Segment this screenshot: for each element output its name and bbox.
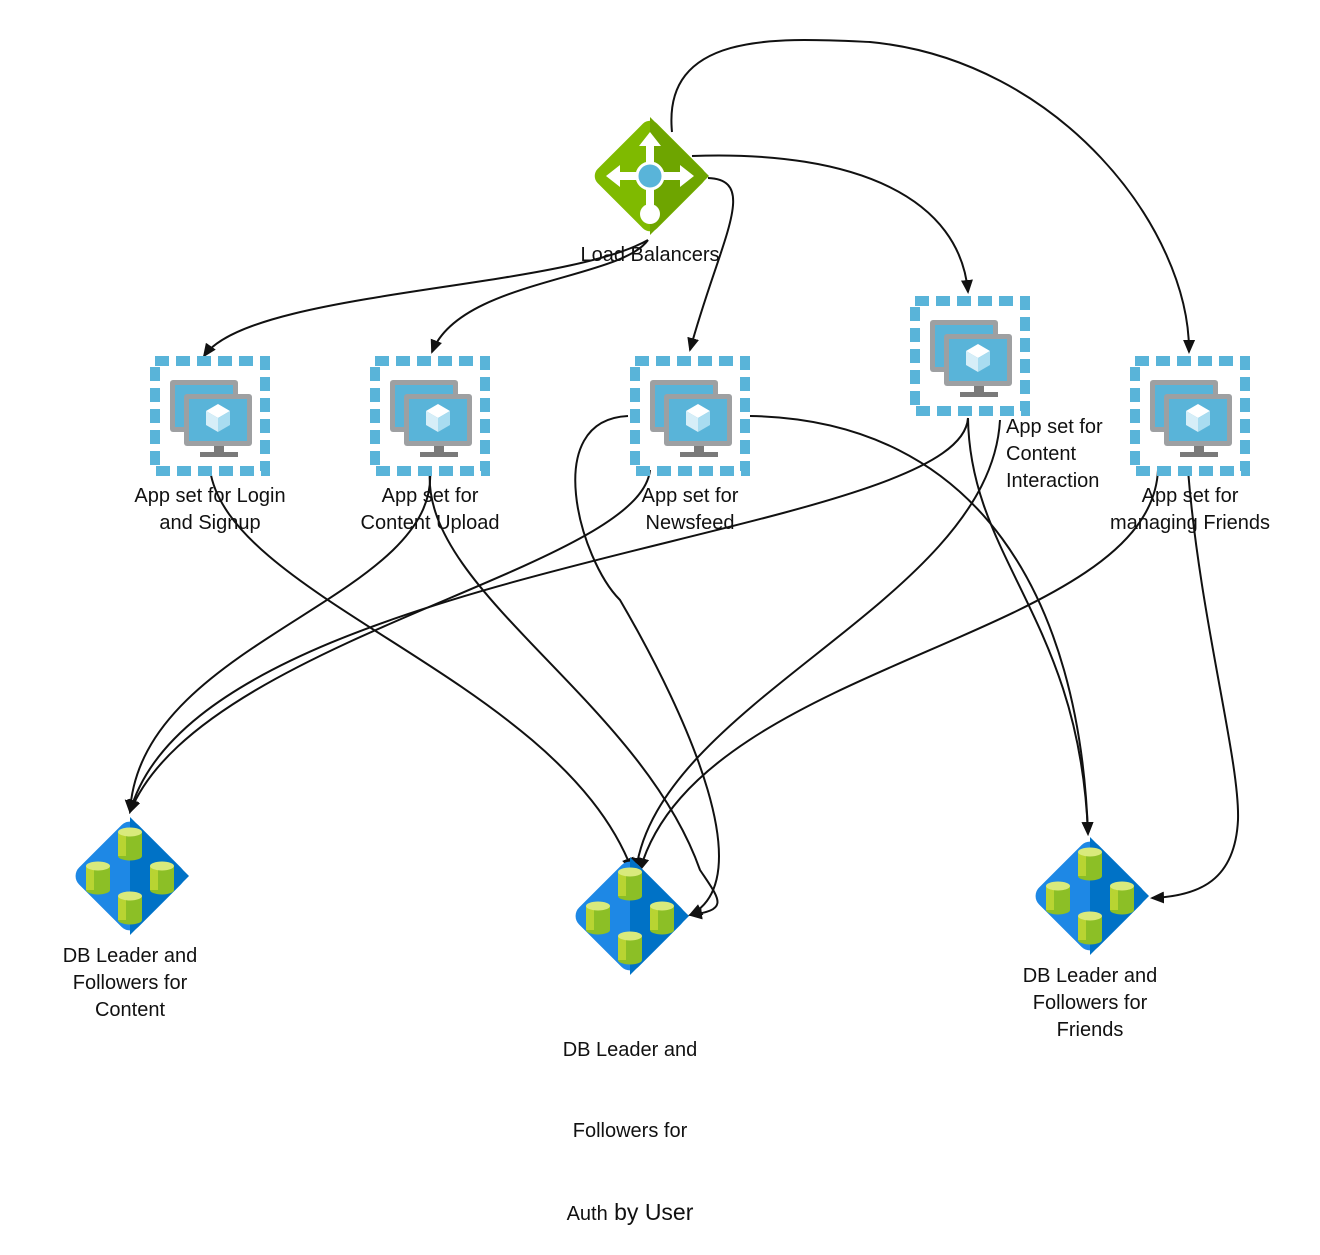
vm-scale-set-icon-upload [375,361,485,471]
db-label-content: DB Leader and Followers for Content [62,945,198,1021]
edge-newsfeed-to-auth [574,415,720,916]
load-balancer-label: Load Balancers [580,244,720,266]
edge-lb-to-newsfeed [687,177,735,352]
app-set-label-interaction: App set for Content Interaction [1006,416,1103,492]
edge-login-to-auth [209,469,634,872]
edge-upload-to-content [124,469,432,814]
edge-lb-to-upload [430,239,649,354]
db-label-friends: DB Leader and Followers for Friends [1022,965,1158,1041]
app-set-label-upload: App set for Content Upload [360,485,500,534]
db-label-auth-line-1: DB Leader and [562,1039,698,1061]
db-label-auth-word: Auth [566,1203,608,1225]
connections [124,38,1240,920]
app-set-label-login: App set for Login and Signup [134,485,286,534]
edge-interaction-to-auth [631,419,1001,872]
database-cluster-icon-auth [571,857,690,976]
edge-newsfeed-to-friendsdb [749,415,1094,836]
vm-scale-set-icon-newsfeed [635,361,745,471]
db-label-auth-by-user: by User [607,1199,694,1225]
database-cluster-icon-content [71,817,190,936]
db-label-auth-line-3: Auth by User [530,1199,730,1228]
edge-lb-to-interaction [691,154,973,294]
edge-interaction-to-friendsdb [967,417,1094,836]
load-balancer-icon [594,117,709,235]
db-label-auth: DB Leader and Followers for Auth by User [530,983,730,1255]
edge-lb-to-login [202,239,649,358]
database-cluster-icon-friends [1031,837,1150,956]
edge-upload-to-auth [428,469,719,920]
edge-friends-to-friendsdb [1150,469,1240,904]
edge-interaction-to-content [127,417,969,814]
edge-friends-to-auth [637,469,1159,872]
db-label-auth-line-2: Followers for [572,1120,688,1142]
vm-scale-set-icon-login [155,361,265,471]
edge-newsfeed-to-content [128,469,651,814]
app-set-label-friends: App set for managing Friends [1109,485,1271,534]
edge-lb-to-friends [670,38,1196,354]
vm-scale-set-icon-interaction [915,301,1025,411]
architecture-diagram [0,38,1320,1102]
app-set-label-newsfeed: App set for Newsfeed [641,485,739,534]
